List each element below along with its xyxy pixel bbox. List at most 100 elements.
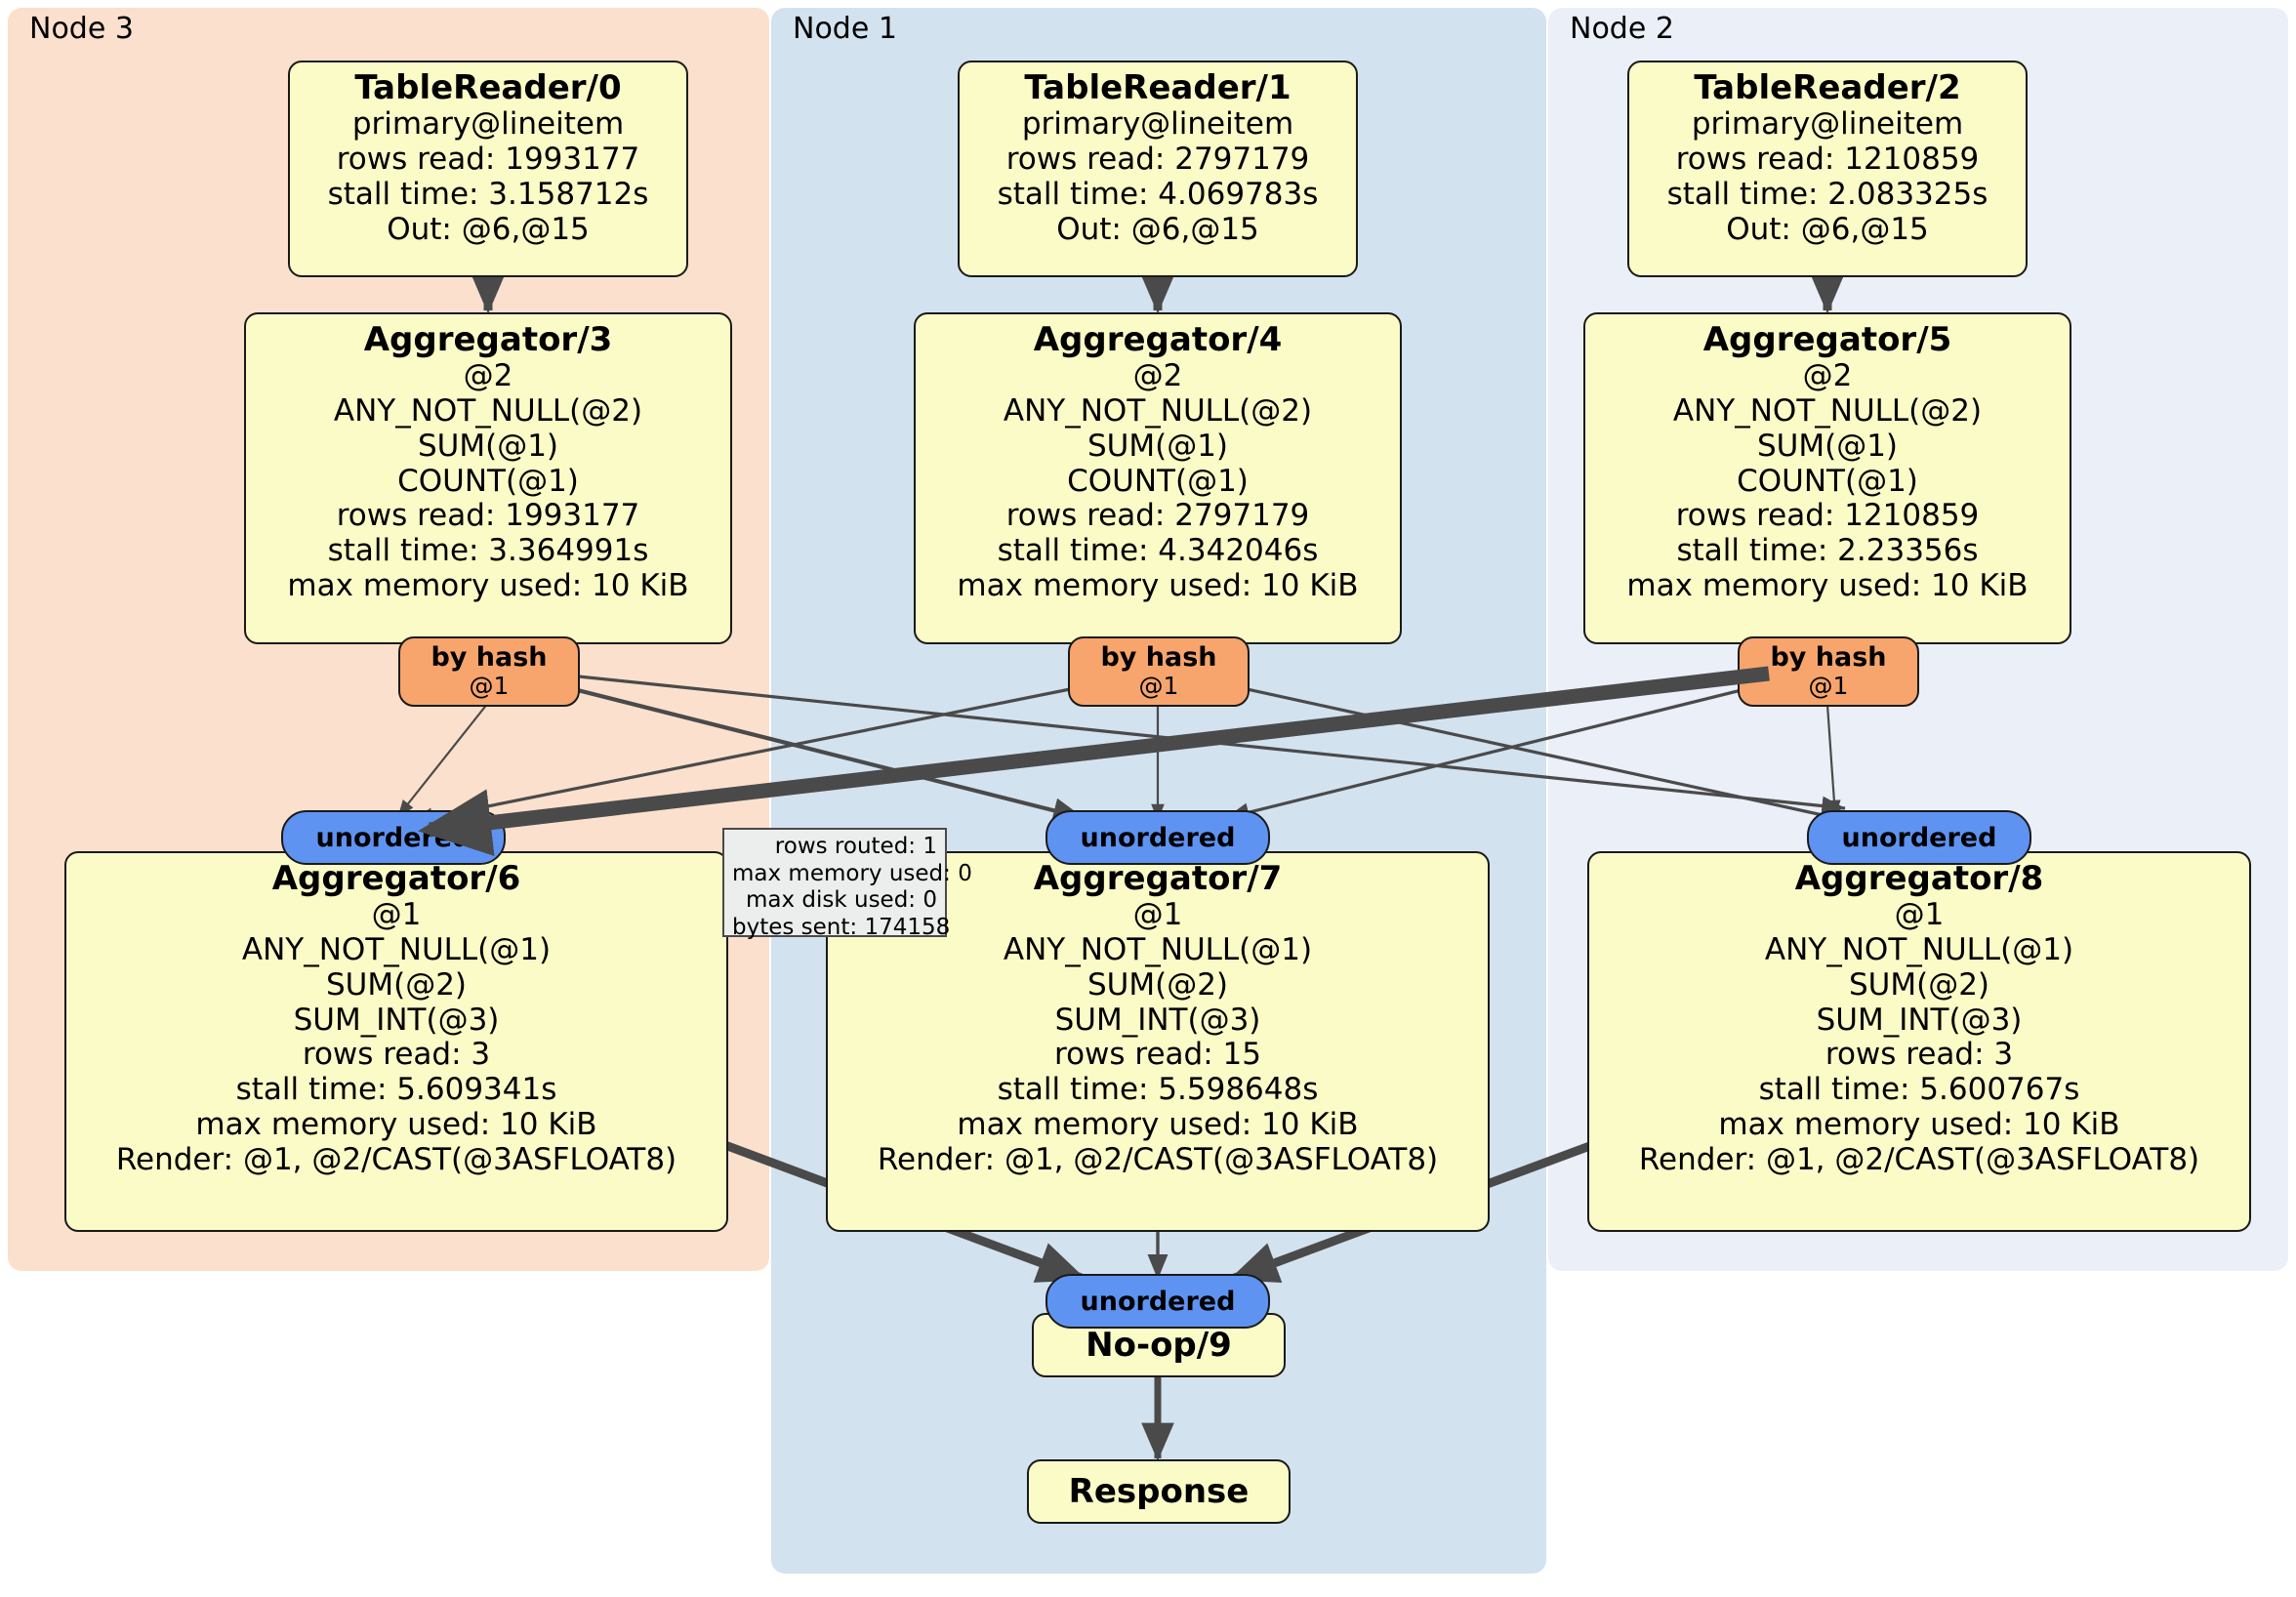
router-column: @1 bbox=[469, 672, 510, 701]
processor-aggregator5[interactable]: Aggregator/5 @2 ANY_NOT_NULL(@2) SUM(@1)… bbox=[1583, 312, 2071, 644]
processor-detail: ANY_NOT_NULL(@1) bbox=[1003, 931, 1313, 967]
processor-detail: rows read: 2797179 bbox=[1005, 498, 1310, 534]
processor-detail: Render: @1, @2/CAST(@3ASFLOAT8) bbox=[115, 1141, 677, 1177]
processor-title: Response bbox=[1068, 1471, 1250, 1511]
processor-detail: ANY_NOT_NULL(@2) bbox=[1672, 392, 1983, 429]
router-byhash-aggregator5[interactable]: by hash @1 bbox=[1738, 636, 1919, 707]
processor-detail: max memory used: 10 KiB bbox=[1718, 1106, 2120, 1142]
processor-tablereader1[interactable]: TableReader/1 primary@lineitem rows read… bbox=[958, 61, 1358, 277]
processor-detail: primary@lineitem bbox=[1691, 106, 1964, 143]
processor-detail: @1 bbox=[1132, 897, 1183, 933]
processor-detail: @1 bbox=[371, 897, 422, 933]
processor-title: Aggregator/5 bbox=[1702, 320, 1952, 359]
processor-detail: Render: @1, @2/CAST(@3ASFLOAT8) bbox=[877, 1141, 1439, 1177]
processor-detail: primary@lineitem bbox=[351, 106, 625, 143]
processor-aggregator4[interactable]: Aggregator/4 @2 ANY_NOT_NULL(@2) SUM(@1)… bbox=[914, 312, 1402, 644]
router-type: by hash bbox=[1100, 642, 1217, 674]
processor-detail: Out: @6,@15 bbox=[387, 211, 590, 247]
processor-title: TableReader/1 bbox=[1024, 68, 1292, 107]
processor-detail: stall time: 3.158712s bbox=[327, 176, 649, 212]
processor-title: Aggregator/8 bbox=[1794, 859, 2044, 898]
processor-detail: rows read: 1993177 bbox=[336, 141, 640, 177]
processor-detail: rows read: 3 bbox=[302, 1037, 491, 1073]
processor-detail: rows read: 2797179 bbox=[1005, 141, 1310, 177]
processor-detail: primary@lineitem bbox=[1021, 106, 1294, 143]
processor-title: Aggregator/4 bbox=[1033, 320, 1283, 359]
processor-title: No-op/9 bbox=[1086, 1325, 1232, 1365]
processor-title: Aggregator/3 bbox=[363, 320, 613, 359]
stat-rows-routed: rows routed: 1 bbox=[774, 834, 937, 859]
processor-detail: rows read: 1210859 bbox=[1675, 141, 1980, 177]
processor-detail: Render: @1, @2/CAST(@3ASFLOAT8) bbox=[1638, 1141, 2200, 1177]
processor-detail: SUM(@2) bbox=[1086, 966, 1229, 1003]
cluster-label-node3: Node 3 bbox=[29, 12, 134, 46]
router-column: @1 bbox=[1808, 672, 1849, 701]
router-byhash-aggregator3[interactable]: by hash @1 bbox=[398, 636, 580, 707]
processor-tablereader0[interactable]: TableReader/0 primary@lineitem rows read… bbox=[288, 61, 688, 277]
processor-detail: stall time: 2.083325s bbox=[1666, 176, 1988, 212]
processor-detail: COUNT(@1) bbox=[1737, 463, 1918, 499]
processor-detail: max memory used: 10 KiB bbox=[957, 567, 1359, 603]
synchronizer-unordered-aggregator6[interactable]: unordered bbox=[281, 810, 506, 865]
processor-detail: ANY_NOT_NULL(@2) bbox=[333, 392, 643, 429]
processor-detail: stall time: 4.069783s bbox=[997, 176, 1319, 212]
processor-detail: SUM_INT(@3) bbox=[293, 1002, 500, 1038]
synchronizer-unordered-aggregator8[interactable]: unordered bbox=[1807, 810, 2031, 865]
processor-detail: max memory used: 10 KiB bbox=[1626, 567, 2029, 603]
processor-detail: @2 bbox=[463, 358, 513, 394]
processor-title: Aggregator/7 bbox=[1033, 859, 1283, 898]
processor-aggregator7[interactable]: Aggregator/7 @1 ANY_NOT_NULL(@1) SUM(@2)… bbox=[826, 851, 1490, 1232]
processor-detail: SUM_INT(@3) bbox=[1816, 1002, 2023, 1038]
processor-detail: @2 bbox=[1802, 358, 1853, 394]
processor-detail: Out: @6,@15 bbox=[1056, 211, 1259, 247]
processor-detail: rows read: 3 bbox=[1824, 1037, 2014, 1073]
processor-detail: SUM(@2) bbox=[325, 966, 468, 1003]
processor-detail: @1 bbox=[1894, 897, 1945, 933]
processor-title: Aggregator/6 bbox=[271, 859, 521, 898]
processor-aggregator6[interactable]: Aggregator/6 @1 ANY_NOT_NULL(@1) SUM(@2)… bbox=[64, 851, 728, 1232]
processor-detail: rows read: 1210859 bbox=[1675, 498, 1980, 534]
processor-detail: SUM(@1) bbox=[1086, 428, 1229, 464]
processor-aggregator3[interactable]: Aggregator/3 @2 ANY_NOT_NULL(@2) SUM(@1)… bbox=[244, 312, 732, 644]
processor-detail: stall time: 2.23356s bbox=[1676, 533, 1979, 569]
processor-detail: ANY_NOT_NULL(@1) bbox=[241, 931, 552, 967]
processor-detail: @2 bbox=[1132, 358, 1183, 394]
synchronizer-unordered-noop9[interactable]: unordered bbox=[1046, 1274, 1270, 1329]
processor-aggregator8[interactable]: Aggregator/8 @1 ANY_NOT_NULL(@1) SUM(@2)… bbox=[1587, 851, 2251, 1232]
stream-stats-tooltip: rows routed: 1 max memory used: 0 max di… bbox=[722, 828, 972, 940]
edge-byhash3-unordered6 bbox=[397, 702, 489, 817]
cluster-label-node1: Node 1 bbox=[793, 12, 897, 46]
stat-bytes-sent: bytes sent: 174158 bbox=[732, 914, 951, 940]
processor-title: TableReader/0 bbox=[354, 68, 622, 107]
processor-detail: rows read: 1993177 bbox=[336, 498, 640, 534]
processor-detail: stall time: 3.364991s bbox=[327, 533, 649, 569]
stat-max-memory-used: max memory used: 0 bbox=[732, 860, 972, 886]
synchronizer-label: unordered bbox=[1080, 822, 1236, 853]
processor-detail: ANY_NOT_NULL(@1) bbox=[1764, 931, 2074, 967]
processor-detail: rows read: 15 bbox=[1054, 1037, 1261, 1073]
processor-detail: stall time: 5.598648s bbox=[997, 1072, 1319, 1108]
cluster-label-node2: Node 2 bbox=[1570, 12, 1674, 46]
processor-detail: ANY_NOT_NULL(@2) bbox=[1003, 392, 1313, 429]
edge-byhash5-unordered8 bbox=[1825, 704, 1841, 817]
processor-detail: max memory used: 10 KiB bbox=[195, 1106, 597, 1142]
processor-response[interactable]: Response bbox=[1027, 1459, 1291, 1524]
processor-detail: stall time: 4.342046s bbox=[997, 533, 1319, 569]
processor-detail: max memory used: 10 KiB bbox=[957, 1106, 1359, 1142]
processor-title: TableReader/2 bbox=[1694, 68, 1961, 107]
processor-detail: Out: @6,@15 bbox=[1726, 211, 1929, 247]
processor-detail: stall time: 5.609341s bbox=[235, 1072, 557, 1108]
synchronizer-label: unordered bbox=[1080, 1286, 1236, 1317]
processor-detail: stall time: 5.600767s bbox=[1758, 1072, 2080, 1108]
processor-detail: COUNT(@1) bbox=[1067, 463, 1249, 499]
router-byhash-aggregator4[interactable]: by hash @1 bbox=[1068, 636, 1250, 707]
synchronizer-unordered-aggregator7[interactable]: unordered bbox=[1046, 810, 1270, 865]
stat-max-disk-used: max disk used: 0 bbox=[745, 887, 937, 914]
router-column: @1 bbox=[1138, 672, 1179, 701]
processor-tablereader2[interactable]: TableReader/2 primary@lineitem rows read… bbox=[1627, 61, 2028, 277]
processor-detail: SUM(@2) bbox=[1848, 966, 1990, 1003]
processor-detail: SUM(@1) bbox=[1756, 428, 1899, 464]
processor-detail: max memory used: 10 KiB bbox=[287, 567, 689, 603]
processor-detail: SUM_INT(@3) bbox=[1054, 1002, 1261, 1038]
